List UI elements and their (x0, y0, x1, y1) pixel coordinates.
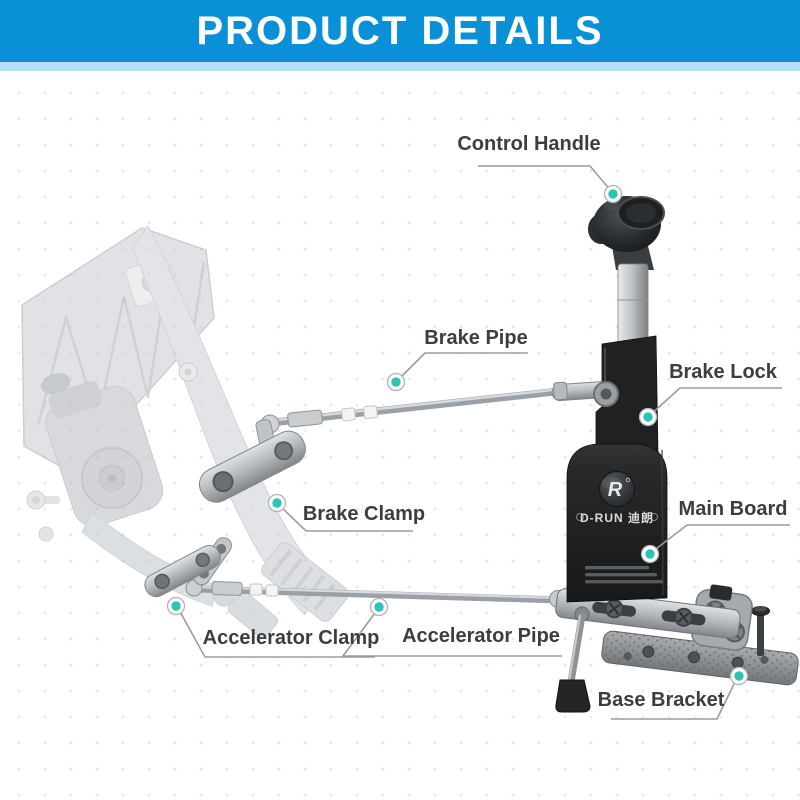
callout-label-control-handle: Control Handle (457, 133, 601, 155)
accelerator-pedal-pad (227, 590, 279, 639)
pedal-assembly (21, 225, 349, 639)
control-device: R D-RUN 迪朗 (551, 196, 799, 713)
header-banner-strip (0, 62, 800, 71)
device-logo-emblem (599, 471, 635, 507)
control-handle-leader (478, 165, 613, 193)
callout-label-base-bracket: Base Bracket (597, 689, 725, 711)
accelerator-pipe-rod (185, 579, 567, 608)
control-handle-marker (603, 184, 623, 204)
main-board-panel: R D-RUN 迪朗 (566, 443, 668, 603)
callout-label-brake-lock: Brake Lock (669, 361, 777, 383)
header-banner: PRODUCT DETAILS (0, 0, 800, 62)
callout-label-accelerator-clamp: Accelerator Clamp (202, 627, 380, 649)
device-logo-letter: R (608, 479, 623, 501)
accelerator-pipe-marker (369, 597, 389, 617)
main-board-leader (651, 524, 790, 553)
control-handle-knob (588, 196, 665, 252)
brake-pipe-leader (397, 352, 528, 381)
accelerator-clamp-marker (166, 596, 186, 616)
support-leg (555, 606, 591, 713)
callout-label-brake-clamp: Brake Clamp (302, 503, 426, 525)
brake-clamp-marker (267, 493, 287, 513)
brake-pipe-rod (260, 385, 584, 434)
base-bracket-leader (611, 677, 738, 720)
mounting-bolt (757, 612, 764, 656)
callout-label-main-board: Main Board (678, 498, 788, 520)
brake-pedal-pad (261, 542, 349, 622)
base-bracket-marker (729, 666, 749, 686)
accelerator-pipe-leader (341, 608, 562, 657)
brake-pipe-marker (386, 372, 406, 392)
callout-label-accelerator-pipe: Accelerator Pipe (402, 625, 560, 647)
callout-markers (166, 184, 749, 686)
brake-lock-marker (638, 407, 658, 427)
base-arm (555, 588, 741, 639)
accelerator-clamp-leader (177, 607, 375, 658)
accelerator-clamp-part (144, 537, 232, 598)
base-bracket-plate (601, 630, 799, 686)
brake-clamp-part (198, 419, 306, 503)
callout-label-brake-pipe: Brake Pipe (424, 327, 528, 349)
brake-clamp-leader (278, 504, 413, 532)
page-title: PRODUCT DETAILS (196, 8, 604, 53)
brake-lock-leader (649, 387, 782, 416)
main-board-marker (640, 544, 660, 564)
device-brand-text: D-RUN 迪朗 (580, 510, 654, 525)
